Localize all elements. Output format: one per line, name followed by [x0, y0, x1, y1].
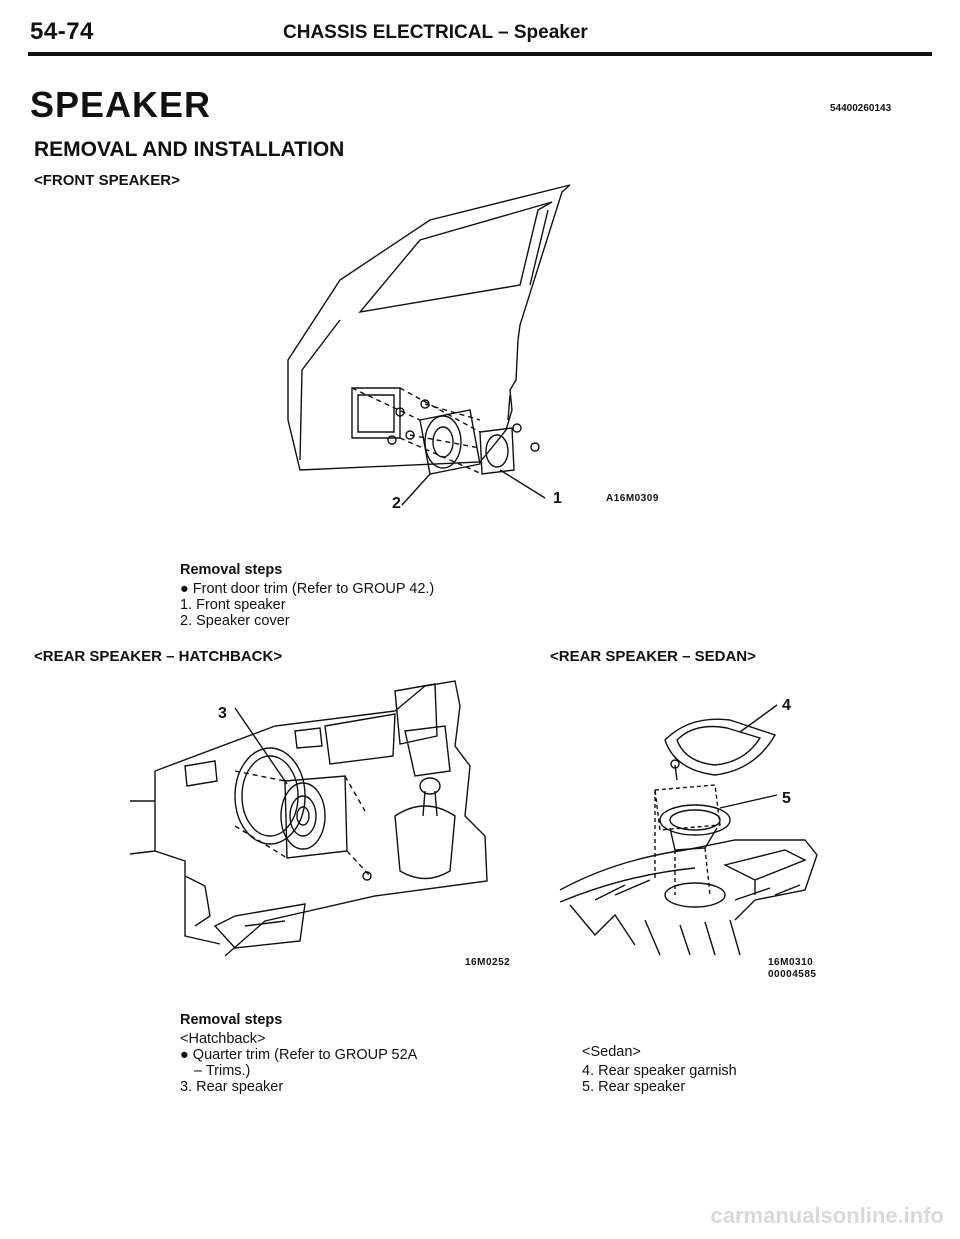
- hatchback-figure-code: 16M0252: [465, 957, 511, 968]
- sedan-step-3: 5. Rear speaker: [582, 1079, 686, 1095]
- header-rule: [28, 52, 932, 56]
- hatchback-step-2: ● Quarter trim (Refer to GROUP 52A: [180, 1047, 418, 1063]
- front-removal-steps: Removal steps ● Front door trim (Refer t…: [180, 562, 434, 629]
- page-number: 54-74: [30, 18, 94, 45]
- document-code: 54400260143: [830, 103, 892, 114]
- callout-3: 3: [218, 705, 227, 722]
- callout-1: 1: [553, 490, 562, 507]
- sedan-speaker-label: <REAR SPEAKER – SEDAN>: [550, 648, 756, 665]
- front-step-2: 1. Front speaker: [180, 597, 286, 613]
- hatchback-step-4: 3. Rear speaker: [180, 1079, 284, 1095]
- hatchback-removal-steps: Removal steps <Hatchback> ● Quarter trim…: [180, 1012, 417, 1095]
- front-figure-code: A16M0309: [606, 493, 659, 504]
- page-title: SPEAKER: [30, 84, 212, 125]
- hatchback-step-1: <Hatchback>: [180, 1031, 266, 1047]
- front-steps-heading: Removal steps: [180, 562, 283, 578]
- sedan-figure-code-2: 00004585: [768, 969, 817, 980]
- hatchback-steps-heading: Removal steps: [180, 1012, 283, 1028]
- hatchback-step-3: – Trims.): [194, 1063, 251, 1079]
- front-step-1: ● Front door trim (Refer to GROUP 42.): [180, 581, 435, 597]
- footer-watermark: carmanualsonline.info: [710, 1203, 945, 1228]
- hatchback-rear-diagram: [125, 676, 495, 966]
- front-door-diagram: [280, 180, 580, 500]
- sedan-figure-code: 16M0310: [768, 957, 814, 968]
- section-subtitle: REMOVAL AND INSTALLATION: [34, 138, 345, 161]
- hatchback-speaker-label: <REAR SPEAKER – HATCHBACK>: [34, 648, 283, 665]
- sedan-step-1: <Sedan>: [582, 1044, 641, 1060]
- front-speaker-label: <FRONT SPEAKER>: [34, 172, 180, 189]
- callout-4: 4: [782, 697, 791, 714]
- sedan-rear-diagram: [555, 690, 825, 960]
- callout-2: 2: [392, 495, 401, 512]
- sedan-step-2: 4. Rear speaker garnish: [582, 1063, 737, 1079]
- sedan-removal-steps: <Sedan> 4. Rear speaker garnish 5. Rear …: [582, 1044, 737, 1095]
- page-header-title: CHASSIS ELECTRICAL – Speaker: [283, 22, 588, 43]
- callout-5: 5: [782, 790, 791, 807]
- front-step-3: 2. Speaker cover: [180, 613, 290, 629]
